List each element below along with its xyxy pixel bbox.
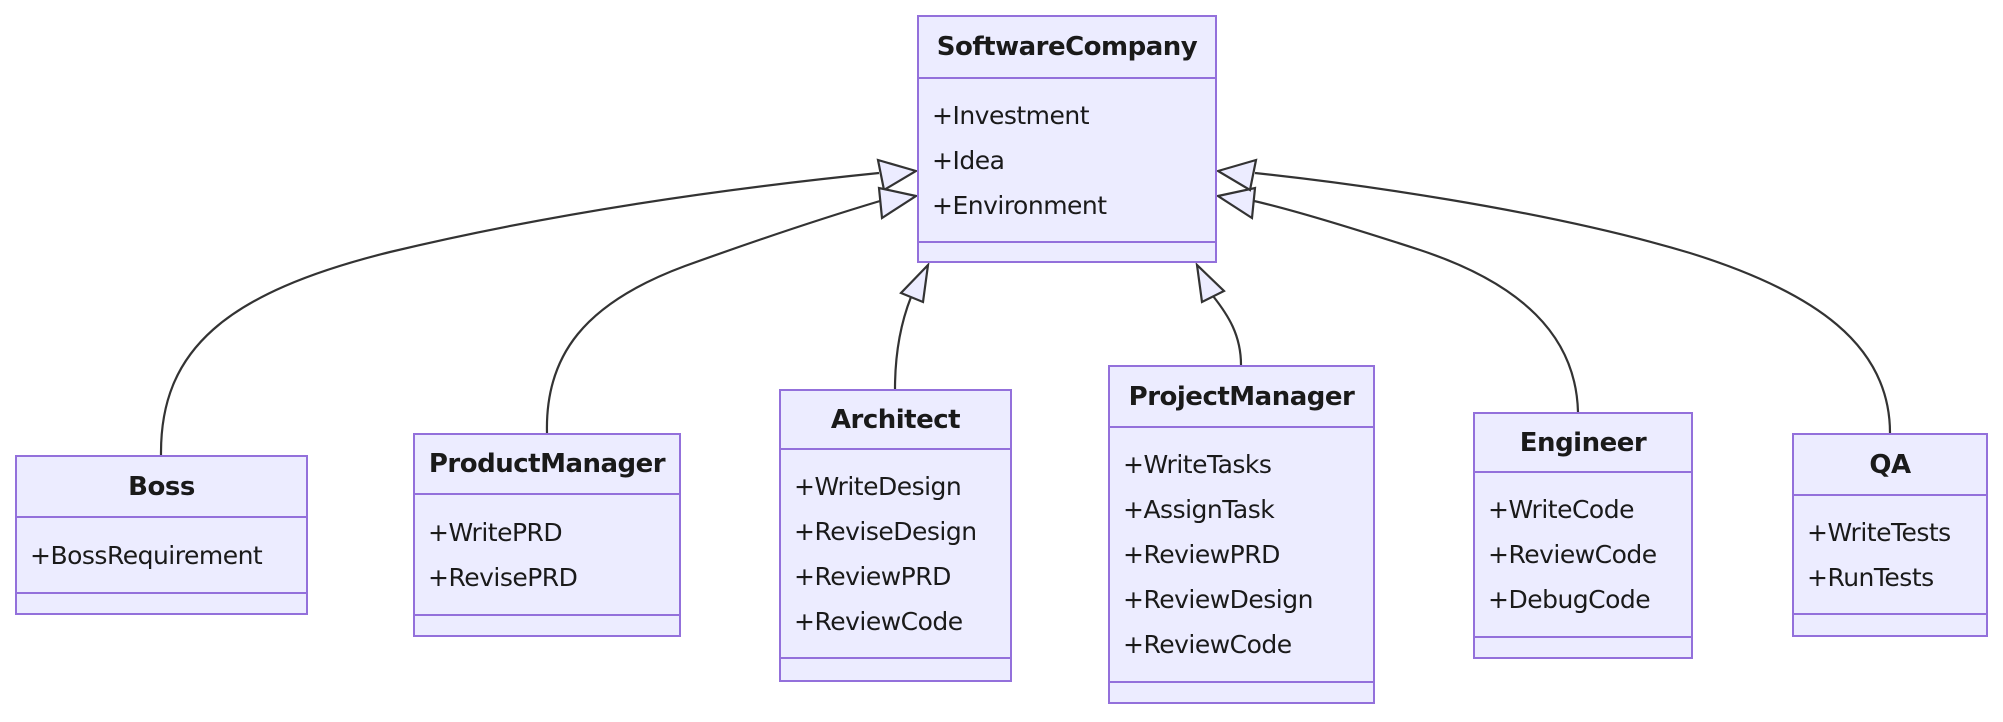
class-member: +ReviewPRD [794, 561, 951, 591]
class-member: +ReviewDesign [1123, 585, 1313, 614]
class-projectmanager-methods-empty [1110, 681, 1373, 702]
class-member: +ReviewCode [1488, 540, 1657, 569]
class-boss-methods-empty [17, 592, 306, 613]
class-member: +DebugCode [1488, 585, 1651, 614]
class-productmanager-members: +WritePRD +RevisePRD [415, 493, 679, 614]
class-member: +WriteDesign [794, 471, 962, 501]
class-member: +ReviewCode [794, 606, 963, 636]
edge-architect-softwarecompany [893, 296, 913, 390]
inheritance-arrowhead-qa [1215, 158, 1258, 192]
class-engineer-members: +WriteCode +ReviewCode +DebugCode [1475, 471, 1691, 636]
class-softwarecompany-title: SoftwareCompany [936, 32, 1198, 62]
inheritance-arrowhead-architect [899, 261, 930, 304]
class-architect: Architect +WriteDesign +ReviseDesign +Re… [779, 389, 1012, 682]
class-member: +WriteCode [1488, 495, 1634, 524]
inheritance-arrowhead-productmanager [877, 186, 919, 220]
class-member: +BossRequirement [30, 540, 263, 570]
class-member: +WriteTasks [1123, 450, 1272, 479]
class-architect-members: +WriteDesign +ReviseDesign +ReviewPRD +R… [781, 448, 1010, 657]
class-member: +WriteTests [1807, 517, 1951, 547]
class-member: +Idea [932, 145, 1005, 175]
class-qa-members: +WriteTests +RunTests [1794, 494, 1986, 613]
inheritance-arrowhead-projectmanager [1195, 262, 1226, 304]
class-engineer-methods-empty [1475, 636, 1691, 657]
class-member: +RunTests [1807, 562, 1934, 592]
edge-boss-softwarecompany [159, 171, 880, 456]
class-member: +Investment [932, 100, 1090, 130]
class-member: +RevisePRD [428, 562, 578, 592]
class-softwarecompany: SoftwareCompany +Investment +Idea +Envir… [917, 15, 1217, 263]
class-architect-title: Architect [830, 404, 961, 435]
class-boss: Boss +BossRequirement [15, 455, 308, 615]
class-member: +ReviseDesign [794, 516, 977, 546]
class-member: +ReviewCode [1123, 630, 1292, 659]
edge-projectmanager-softwarecompany [1212, 295, 1243, 366]
class-productmanager: ProductManager +WritePRD +RevisePRD [413, 433, 681, 637]
class-member: +Environment [932, 190, 1107, 220]
class-projectmanager-title: ProjectManager [1128, 381, 1355, 412]
class-member: +WritePRD [428, 517, 563, 547]
class-qa: QA +WriteTests +RunTests [1792, 433, 1988, 637]
class-engineer: Engineer +WriteCode +ReviewCode +DebugCo… [1473, 412, 1693, 659]
class-productmanager-title: ProductManager [428, 449, 666, 479]
class-projectmanager-members: +WriteTasks +AssignTask +ReviewPRD +Revi… [1110, 426, 1373, 681]
class-member: +ReviewPRD [1123, 540, 1280, 569]
inheritance-arrowhead-boss [876, 158, 919, 192]
class-softwarecompany-members: +Investment +Idea +Environment [919, 77, 1215, 241]
class-architect-methods-empty [781, 657, 1010, 680]
class-member: +AssignTask [1123, 495, 1275, 524]
class-projectmanager: ProjectManager +WriteTasks +AssignTask +… [1108, 365, 1375, 704]
class-productmanager-methods-empty [415, 614, 679, 635]
edge-qa-softwarecompany [1254, 171, 1892, 434]
class-qa-methods-empty [1794, 613, 1986, 635]
class-softwarecompany-methods-empty [919, 241, 1215, 261]
inheritance-arrowhead-engineer [1215, 186, 1257, 220]
class-qa-title: QA [1869, 449, 1911, 480]
class-engineer-title: Engineer [1519, 427, 1647, 458]
class-boss-members: +BossRequirement [17, 516, 306, 592]
edge-engineer-softwarecompany [1253, 199, 1580, 413]
edge-productmanager-softwarecompany [545, 199, 881, 434]
class-boss-title: Boss [128, 471, 195, 502]
